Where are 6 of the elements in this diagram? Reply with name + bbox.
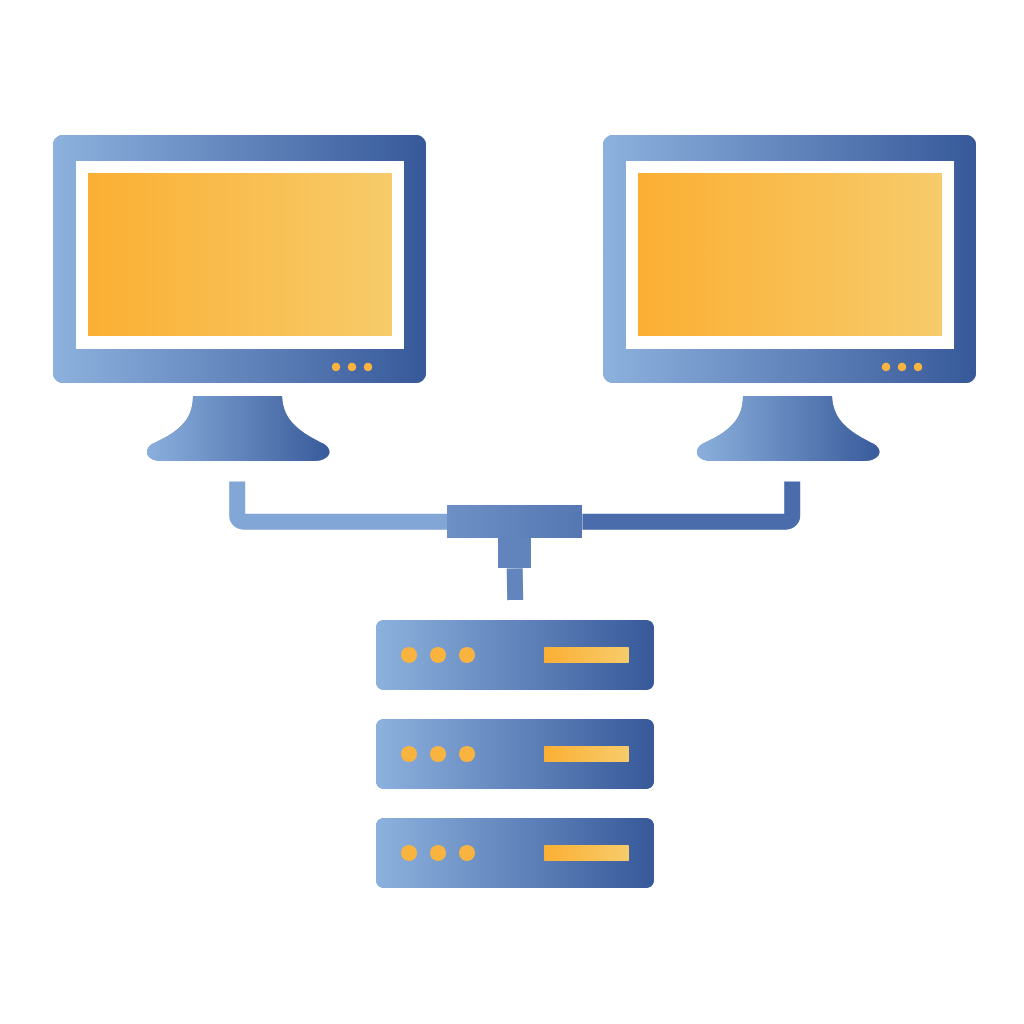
monitor bbox=[603, 135, 976, 461]
monitor bbox=[53, 135, 426, 461]
connector-line bbox=[229, 481, 447, 530]
connector-line bbox=[506, 568, 524, 601]
connector-line bbox=[582, 481, 801, 530]
connector-hub bbox=[447, 505, 582, 538]
